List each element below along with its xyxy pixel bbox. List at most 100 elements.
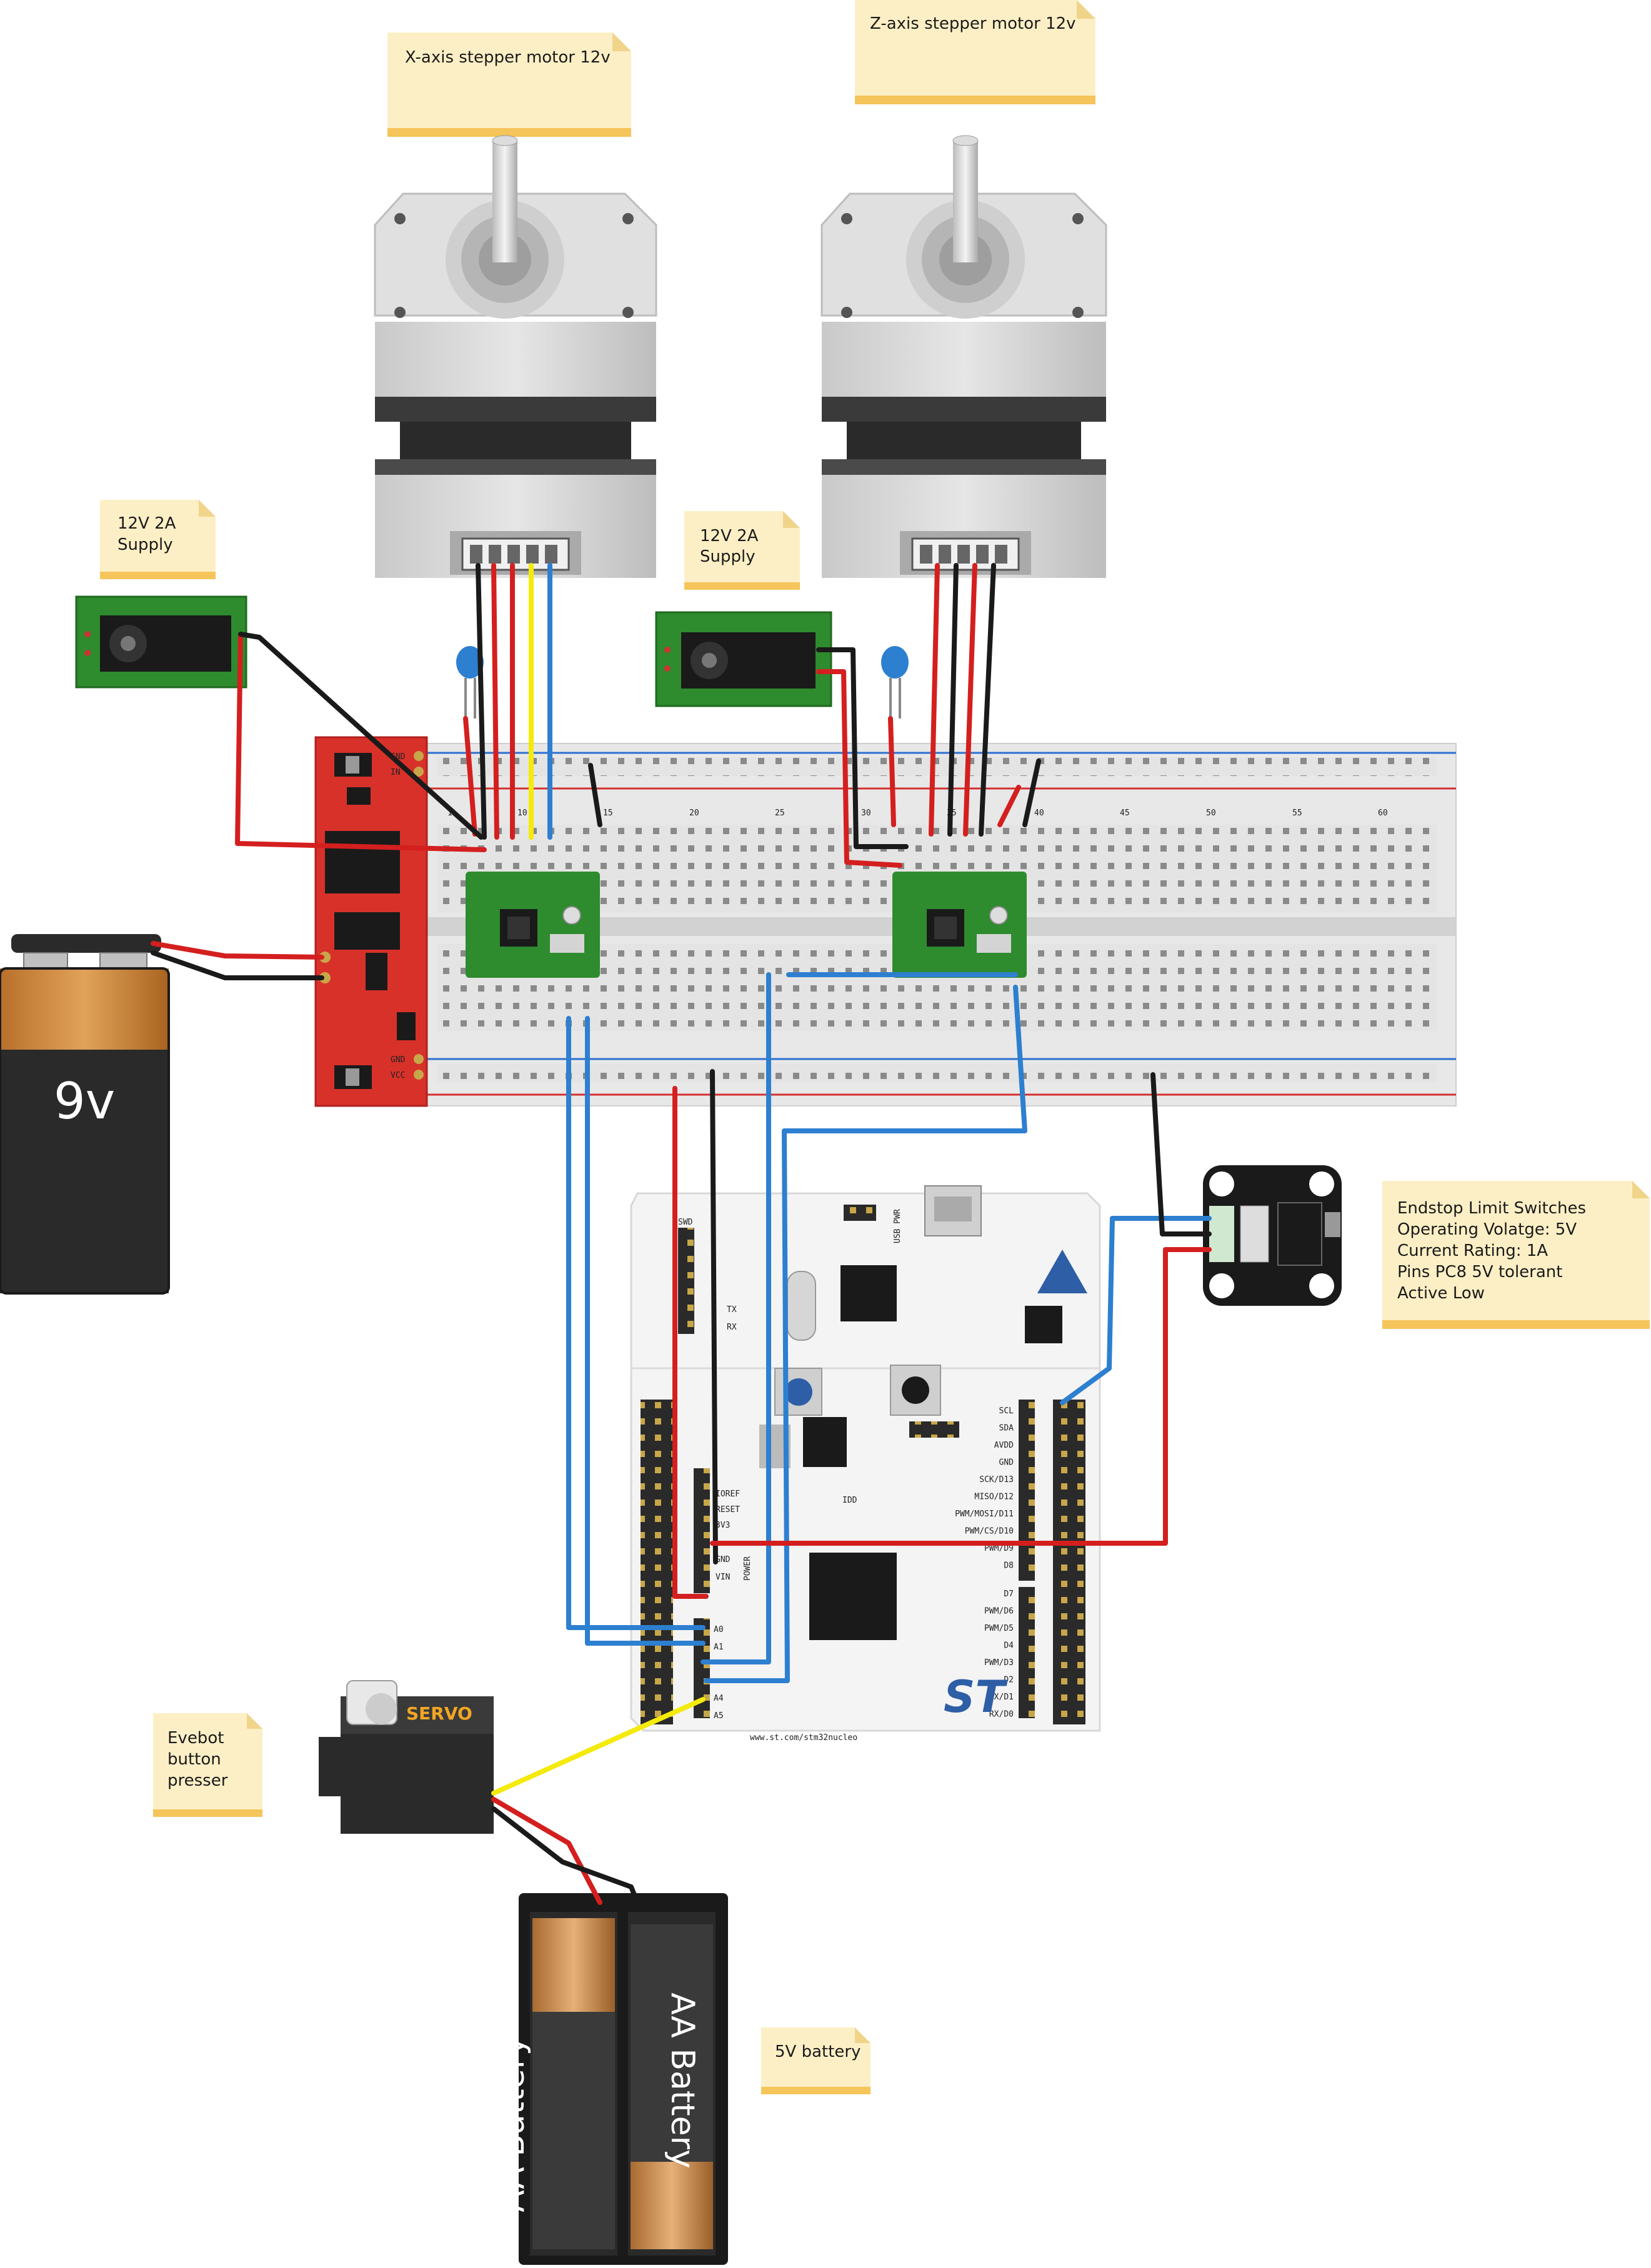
reg-gnd-bottom: GND bbox=[391, 1055, 406, 1065]
wire-signal-blue-2 bbox=[585, 1016, 706, 1646]
bb-col-50: 50 bbox=[1206, 808, 1216, 818]
battery-9v-label: 9v bbox=[54, 1072, 115, 1130]
nucleo-a5: A5 bbox=[714, 1711, 724, 1721]
wire-motor-z-black bbox=[947, 563, 959, 837]
wire-supply-left-black bbox=[238, 632, 484, 840]
nucleo-pin-label: PWM/D5 bbox=[984, 1624, 1014, 1633]
st-logo: ST bbox=[944, 1671, 1008, 1723]
note-endstop-line2: Operating Volatge: 5V bbox=[1397, 1220, 1577, 1239]
bb-col-10: 10 bbox=[517, 808, 527, 818]
nucleo-vin: VIN bbox=[716, 1573, 730, 1582]
nucleo-pin-label: SDA bbox=[999, 1424, 1014, 1433]
bb-col-45: 45 bbox=[1120, 808, 1130, 818]
note-supply-right: 12V 2A Supply bbox=[684, 511, 800, 590]
bb-col-30: 30 bbox=[861, 808, 871, 818]
stepper-driver-x bbox=[466, 872, 600, 978]
battery-9v: 9v bbox=[0, 934, 170, 1295]
note-servo: Evebot button presser bbox=[153, 1713, 262, 1817]
note-supply-right-line1: 12V 2A bbox=[700, 527, 759, 545]
wire-9v-black bbox=[151, 950, 324, 980]
bb-col-25: 25 bbox=[775, 808, 785, 818]
wire-cap-x-red bbox=[463, 716, 477, 837]
nucleo-pin-label: D8 bbox=[1004, 1561, 1014, 1571]
wire-jumper-z-red bbox=[997, 785, 1021, 827]
nucleo-right-header-labels: SCL SDA AVDD GND SCK/D13MISO/D12PWM/MOSI/D11… bbox=[955, 1406, 1014, 1719]
nucleo-tx: TX bbox=[727, 1305, 737, 1315]
capacitor-x bbox=[456, 646, 484, 719]
wire-supply-right-red bbox=[816, 669, 902, 868]
nucleo-a1: A1 bbox=[714, 1643, 724, 1652]
nucleo-pin-label: D4 bbox=[1004, 1641, 1014, 1651]
note-endstop-line5: Active Low bbox=[1397, 1284, 1485, 1303]
nucleo-pin-label: MISO/D12 bbox=[974, 1493, 1014, 1502]
bb-col-15: 15 bbox=[603, 808, 613, 818]
stepper-motor-z bbox=[821, 135, 1107, 578]
nucleo-idd: IDD bbox=[842, 1496, 857, 1505]
nucleo-pin-label: PWM/D6 bbox=[984, 1607, 1014, 1616]
note-5v-battery: 5V battery bbox=[761, 2027, 870, 2094]
note-z-axis-motor: Z-axis stepper motor 12v bbox=[855, 0, 1095, 104]
aa-cell-1-label: AA Battery bbox=[494, 2036, 532, 2212]
stepper-driver-z bbox=[892, 872, 1027, 978]
note-endstop-line4: Pins PC8 5V tolerant bbox=[1397, 1263, 1562, 1281]
aa-battery-pack: AA Battery AA Battery bbox=[494, 1893, 728, 2265]
wire-signal-blue-1 bbox=[566, 1016, 706, 1630]
bb-col-1: 1 bbox=[447, 808, 452, 818]
nucleo-pin-label: PWM/D3 bbox=[984, 1658, 1014, 1668]
nucleo-pin-label: SCK/D13 bbox=[979, 1475, 1014, 1485]
wire-cap-z-red bbox=[888, 716, 896, 827]
servo-motor: SERVO bbox=[319, 1680, 494, 1834]
reg-vcc: VCC bbox=[391, 1071, 405, 1080]
note-servo-line1: Evebot bbox=[167, 1729, 224, 1748]
wire-supply-left-red bbox=[235, 632, 487, 852]
wire-motor-z-blue bbox=[979, 563, 996, 837]
capacitor-z bbox=[881, 646, 909, 719]
stepper-motor-x bbox=[374, 135, 657, 578]
nucleo-usb-pwr: USB PWR bbox=[893, 1209, 902, 1243]
aa-cell-2-label: AA Battery bbox=[664, 1992, 701, 2169]
note-supply-left-line1: 12V 2A bbox=[117, 514, 176, 533]
reg-in: IN bbox=[391, 768, 401, 777]
wire-supply-right-black bbox=[816, 647, 909, 849]
note-x-motor-text: X-axis stepper motor 12v bbox=[405, 48, 611, 67]
nucleo-pin-label: PWM/CS/D10 bbox=[965, 1527, 1014, 1536]
bb-col-40: 40 bbox=[1034, 808, 1044, 818]
wire-jumper-z-black bbox=[1022, 758, 1041, 827]
bb-col-55: 55 bbox=[1292, 808, 1302, 818]
nucleo-pin-label: GND bbox=[999, 1458, 1014, 1468]
note-battery-text: 5V battery bbox=[775, 2042, 861, 2061]
wire-endstop-black bbox=[1150, 1072, 1212, 1236]
note-supply-right-line2: Supply bbox=[700, 547, 756, 566]
wires bbox=[151, 563, 1212, 1905]
nucleo-pin-label: PWM/MOSI/D11 bbox=[955, 1510, 1014, 1519]
nucleo-reset: RESET bbox=[716, 1505, 740, 1514]
nucleo-pin-label: TX/D1 bbox=[989, 1693, 1014, 1702]
voltage-regulator: GND IN GND VCC bbox=[314, 736, 428, 1107]
nucleo-pin-label: SCL bbox=[999, 1406, 1014, 1416]
nucleo-power-label: POWER bbox=[743, 1556, 752, 1581]
note-servo-line2: button bbox=[167, 1750, 221, 1769]
wire-signal-blue-4 bbox=[704, 985, 1027, 1683]
nucleo-ioref: IOREF bbox=[716, 1490, 740, 1499]
dc-jack-right bbox=[655, 611, 832, 707]
note-supply-left: 12V 2A Supply bbox=[100, 500, 216, 579]
nucleo-rx: RX bbox=[727, 1323, 737, 1332]
wire-endstop-red bbox=[710, 1247, 1212, 1546]
endstop-switch bbox=[1203, 1165, 1342, 1306]
wire-gnd-black bbox=[710, 1069, 718, 1564]
wire-servo-yellow bbox=[491, 1697, 706, 1796]
nucleo-url: www.st.com/stm32nucleo bbox=[750, 1733, 857, 1743]
note-x-axis-motor: X-axis stepper motor 12v bbox=[387, 32, 631, 137]
wire-motor-x-black bbox=[476, 563, 487, 840]
stm32-nucleo-board: SWD TX RX USB PWR IDD IOREF RESET 3V3 GN… bbox=[630, 1185, 1101, 1743]
wire-signal-blue-3 bbox=[701, 972, 771, 1664]
nucleo-a0: A0 bbox=[714, 1625, 724, 1634]
wire-5v-red bbox=[672, 1086, 709, 1599]
wire-motor-x-red2 bbox=[491, 563, 499, 840]
nucleo-3v3: 3V3 bbox=[716, 1521, 730, 1530]
wire-motor-z-red2 bbox=[929, 563, 940, 837]
nucleo-pin-label: RX/D0 bbox=[989, 1710, 1014, 1719]
nucleo-pin-label: AVDD bbox=[994, 1441, 1014, 1450]
nucleo-swd: SWD bbox=[678, 1218, 693, 1227]
